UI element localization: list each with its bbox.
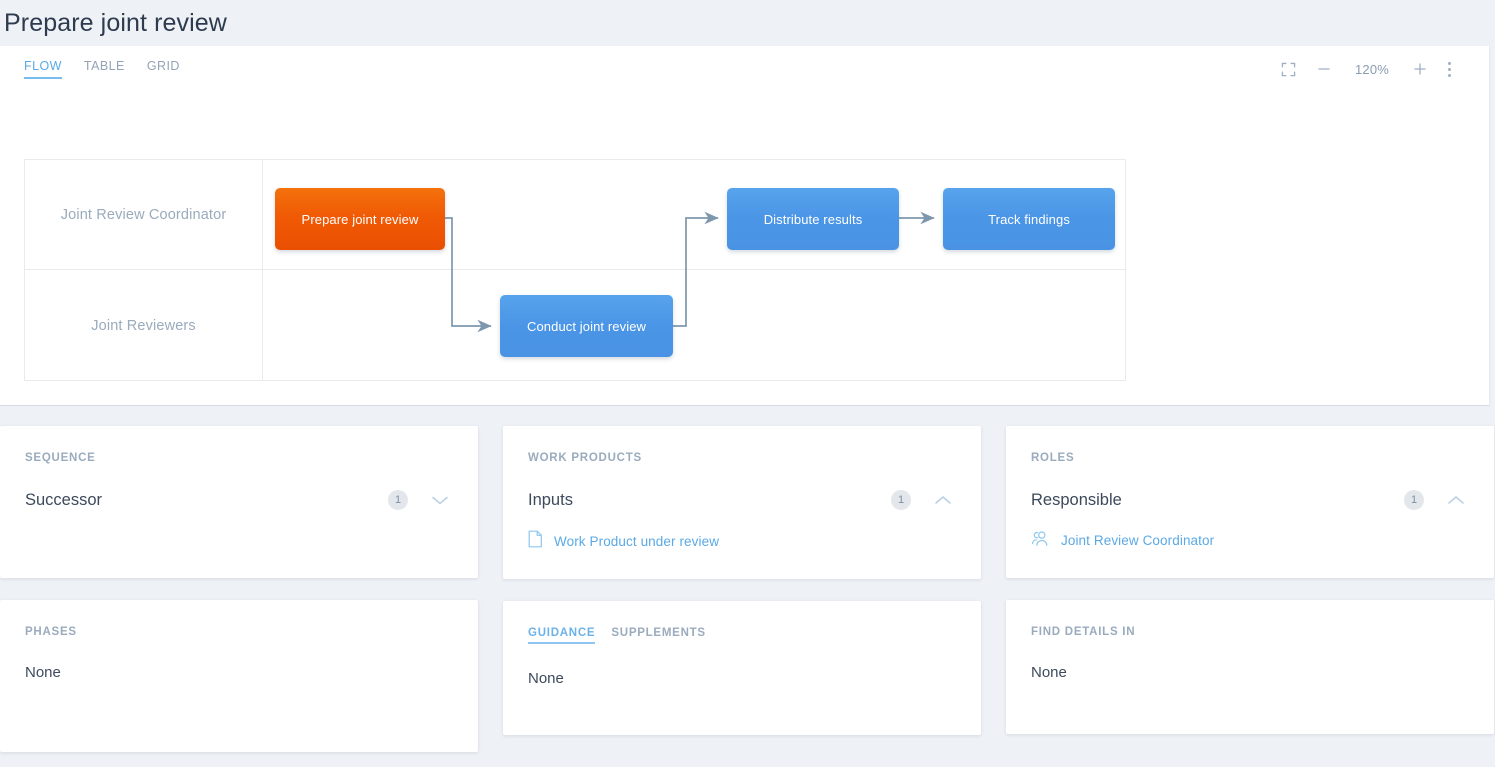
section-controls: 1: [891, 490, 953, 510]
zoom-out-icon[interactable]: [1316, 61, 1332, 77]
node-label: Track findings: [988, 211, 1070, 227]
page-header: Prepare joint review: [0, 0, 1495, 46]
view-tabs: FLOW TABLE GRID: [24, 59, 180, 79]
diagram-panel: FLOW TABLE GRID 120%: [0, 46, 1489, 406]
page-title: Prepare joint review: [4, 8, 227, 37]
list-item[interactable]: Joint Review Coordinator: [1031, 530, 1466, 551]
card-title: FIND DETAILS IN: [1031, 626, 1136, 638]
tab-flow[interactable]: FLOW: [24, 59, 62, 79]
node-distribute-results[interactable]: Distribute results: [727, 188, 899, 250]
zoom-in-icon[interactable]: [1412, 61, 1428, 77]
section-inputs[interactable]: Inputs 1: [528, 490, 953, 510]
cards-column-right: ROLES Responsible 1: [1006, 426, 1494, 767]
chevron-down-icon[interactable]: [430, 494, 450, 507]
node-prepare-joint-review[interactable]: Prepare joint review: [275, 188, 445, 250]
tab-guidance[interactable]: GUIDANCE: [528, 627, 596, 644]
card-title: SEQUENCE: [25, 452, 96, 464]
diagram-toolbar-controls: 120%: [1281, 61, 1451, 77]
item-label: Joint Review Coordinator: [1061, 533, 1215, 548]
item-label: Work Product under review: [554, 534, 720, 549]
tab-grid[interactable]: GRID: [146, 59, 180, 73]
fullscreen-icon[interactable]: [1281, 62, 1296, 77]
card-roles: ROLES Responsible 1: [1006, 426, 1494, 578]
card-sequence: SEQUENCE Successor 1: [0, 426, 478, 578]
card-phases: PHASES None: [0, 600, 478, 752]
section-controls: 1: [388, 490, 450, 510]
more-vertical-icon[interactable]: [1448, 61, 1451, 77]
section-label: Inputs: [528, 490, 573, 509]
section-successor[interactable]: Successor 1: [25, 490, 450, 510]
section-label: Successor: [25, 490, 103, 509]
card-title: WORK PRODUCTS: [528, 452, 642, 464]
swimlane-row-coordinator: Joint Review Coordinator: [25, 160, 1125, 270]
card-find-details-in: FIND DETAILS IN None: [1006, 600, 1494, 734]
count-badge: 1: [1404, 490, 1424, 510]
chevron-up-icon[interactable]: [1446, 494, 1466, 507]
list-item[interactable]: Work Product under review: [528, 530, 953, 553]
lane-header-reviewers: Joint Reviewers: [25, 270, 263, 381]
node-label: Prepare joint review: [301, 211, 419, 227]
cards-column-middle: WORK PRODUCTS Inputs 1: [503, 426, 981, 767]
people-icon: [1031, 530, 1050, 551]
swimlane-row-reviewers: Joint Reviewers: [25, 270, 1125, 381]
lane-label: Joint Reviewers: [91, 317, 196, 334]
guidance-value: None: [528, 670, 564, 687]
count-badge: 1: [388, 490, 408, 510]
section-controls: 1: [1404, 490, 1466, 510]
node-track-findings[interactable]: Track findings: [943, 188, 1115, 250]
detail-cards-grid: SEQUENCE Successor 1 PHASES None: [0, 426, 1495, 767]
find-details-value: None: [1031, 664, 1067, 681]
chevron-up-icon[interactable]: [933, 494, 953, 507]
tab-supplements[interactable]: SUPPLEMENTS: [611, 627, 706, 639]
lane-body-reviewers: [263, 270, 1125, 381]
card-guidance: GUIDANCE SUPPLEMENTS None: [503, 601, 981, 735]
lane-label: Joint Review Coordinator: [60, 206, 227, 223]
node-label: Conduct joint review: [526, 318, 647, 334]
document-icon: [528, 530, 543, 553]
tab-table[interactable]: TABLE: [83, 59, 125, 73]
node-conduct-joint-review[interactable]: Conduct joint review: [500, 295, 673, 357]
detail-cards-region: SEQUENCE Successor 1 PHASES None: [0, 406, 1495, 767]
section-label: Responsible: [1031, 490, 1122, 509]
lane-header-coordinator: Joint Review Coordinator: [25, 160, 263, 269]
count-badge: 1: [891, 490, 911, 510]
node-label: Distribute results: [763, 211, 863, 227]
phases-value: None: [25, 664, 61, 681]
diagram-toolbar: FLOW TABLE GRID 120%: [0, 46, 1489, 92]
cards-column-left: SEQUENCE Successor 1 PHASES None: [0, 426, 478, 767]
section-responsible[interactable]: Responsible 1: [1031, 490, 1466, 510]
card-title: PHASES: [25, 626, 77, 638]
card-title: ROLES: [1031, 452, 1075, 464]
card-work-products: WORK PRODUCTS Inputs 1: [503, 426, 981, 579]
guidance-tabs: GUIDANCE SUPPLEMENTS: [528, 627, 953, 644]
zoom-level[interactable]: 120%: [1354, 61, 1390, 77]
